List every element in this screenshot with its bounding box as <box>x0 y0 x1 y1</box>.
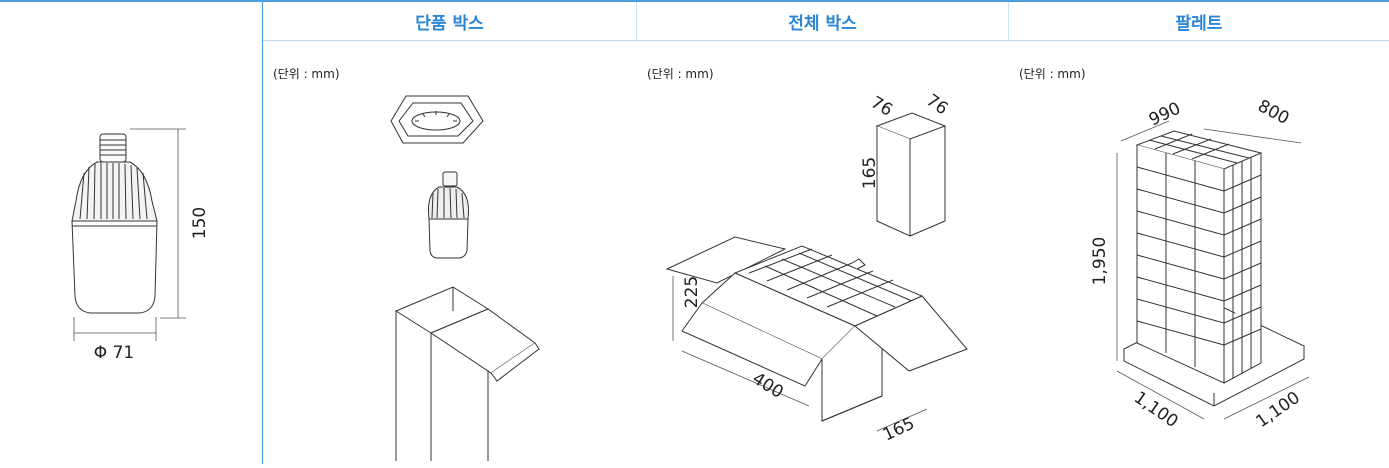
box-height-label: 225 <box>682 276 702 308</box>
single-width-label: 76 <box>867 93 896 121</box>
header-master-box: 전체 박스 <box>788 13 857 34</box>
single-box-unit: (단위 : mm) <box>273 67 340 81</box>
pallet-cell: (단위 : mm) <box>1009 41 1389 464</box>
pallet-base-right-label: 1,100 <box>1252 388 1303 432</box>
single-height-label: 165 <box>860 157 880 189</box>
top-rule <box>0 0 1389 2</box>
column-divider <box>636 2 637 40</box>
column-divider <box>1008 2 1009 40</box>
single-box-cell: (단위 : mm) <box>263 41 636 464</box>
pallet-drawing: 990 800 1,950 1,100 1,100 <box>1090 96 1310 432</box>
pallet-width-label: 990 <box>1146 99 1184 131</box>
bulb-drawing: 150 Φ 71 <box>71 128 210 363</box>
master-box-drawing: 76 76 165 225 400 165 <box>665 91 968 446</box>
header-rule <box>263 40 1389 41</box>
product-cell: 150 Φ 71 <box>0 41 262 464</box>
pallet-height-label: 1,950 <box>1090 237 1110 286</box>
product-height-label: 150 <box>190 207 210 239</box>
master-box-unit: (단위 : mm) <box>647 67 714 81</box>
header-single-box: 단품 박스 <box>415 13 484 34</box>
single-box-drawing <box>390 95 540 461</box>
pallet-unit: (단위 : mm) <box>1019 67 1086 81</box>
column-divider <box>262 0 263 464</box>
master-box-cell: (단위 : mm) <box>637 41 1008 464</box>
pallet-base-left-label: 1,100 <box>1130 388 1181 432</box>
pallet-depth-label: 800 <box>1254 96 1292 129</box>
box-width-label: 165 <box>880 414 918 446</box>
header-pallet: 팔레트 <box>1175 13 1223 34</box>
product-diameter-label: Φ 71 <box>94 343 134 363</box>
single-depth-label: 76 <box>922 91 951 120</box>
